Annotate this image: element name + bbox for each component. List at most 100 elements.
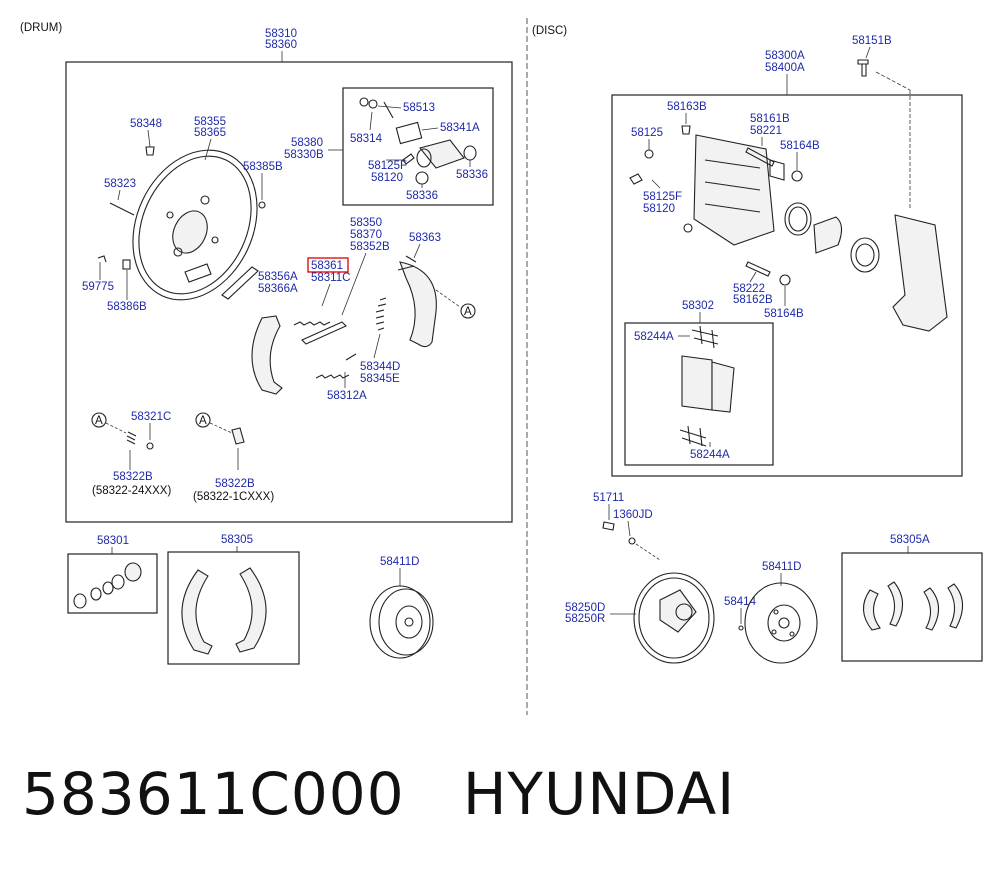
label-58513[interactable]: 58513 <box>403 102 435 114</box>
label-1360jd[interactable]: 1360JD <box>613 509 653 521</box>
clip-59775-icon <box>97 255 107 263</box>
ref-marker-a-2 <box>91 412 107 428</box>
label-58222[interactable]: 58222 <box>733 283 765 295</box>
label-58125f[interactable]: 58125F <box>368 160 407 172</box>
label-58244a-bottom[interactable]: 58244A <box>690 449 730 461</box>
screw-58414-icon <box>738 625 744 631</box>
label-58356a[interactable]: 58356A <box>258 271 298 283</box>
label-58221[interactable]: 58221 <box>750 125 782 137</box>
label-58305[interactable]: 58305 <box>221 534 253 546</box>
label-58345e[interactable]: 58345E <box>360 373 400 385</box>
spring-58322b-second-icon <box>231 427 245 445</box>
label-58341a[interactable]: 58341A <box>440 122 480 134</box>
label-58164b-top[interactable]: 58164B <box>780 140 820 152</box>
guide-pin-58161b-icon <box>745 147 775 167</box>
bolt-58151b-icon <box>857 59 869 77</box>
label-58120[interactable]: 58120 <box>371 172 403 184</box>
caliper-body-drawing <box>693 134 785 246</box>
label-58411d-disc[interactable]: 58411D <box>762 561 801 573</box>
label-58162b[interactable]: 58162B <box>733 294 773 306</box>
label-58164b-bottom[interactable]: 58164B <box>764 308 804 320</box>
bolt-51711-icon <box>602 521 615 531</box>
bolt-58348-icon <box>145 146 155 156</box>
cup-58386b-icon <box>122 259 131 270</box>
clip-58125f-icon <box>629 173 643 185</box>
label-58250r[interactable]: 58250R <box>565 613 605 625</box>
ref-marker-a-1-label: A <box>464 306 472 318</box>
label-58301[interactable]: 58301 <box>97 535 129 547</box>
label-58163b[interactable]: 58163B <box>667 101 707 113</box>
adjuster-spring-drawing <box>293 297 387 379</box>
label-58312a[interactable]: 58312A <box>327 390 367 402</box>
boot-58164b-top-icon <box>791 170 803 182</box>
label-58161b[interactable]: 58161B <box>750 113 790 125</box>
brake-shoe-right-drawing <box>399 261 437 348</box>
label-58151b[interactable]: 58151B <box>852 35 892 47</box>
label-58366a[interactable]: 58366A <box>258 283 298 295</box>
ref-marker-a-1 <box>460 303 476 319</box>
label-58321c[interactable]: 58321C <box>131 411 171 423</box>
washer-1360jd-icon <box>628 537 636 545</box>
label-58250d[interactable]: 58250D <box>565 602 605 614</box>
shoe-kit-left-drawing <box>181 569 213 655</box>
pad-kit-frame <box>624 322 774 466</box>
label-58355[interactable]: 58355 <box>194 116 226 128</box>
kit-58301-frame <box>67 553 158 614</box>
label-51711[interactable]: 51711 <box>593 492 624 504</box>
piston-seal-drawing <box>784 202 880 273</box>
label-58305a[interactable]: 58305A <box>890 534 930 546</box>
label-58120-disc[interactable]: 58120 <box>643 203 675 215</box>
label-58125f-disc[interactable]: 58125F <box>643 191 682 203</box>
brake-shoe-left-drawing <box>251 315 283 395</box>
label-58361[interactable]: 58361 <box>311 260 343 272</box>
label-59775[interactable]: 59775 <box>82 281 114 293</box>
lever-58356a-icon <box>221 266 259 300</box>
label-58330b[interactable]: 58330B <box>284 149 324 161</box>
label-58348[interactable]: 58348 <box>130 118 162 130</box>
label-58414[interactable]: 58414 <box>724 596 757 608</box>
label-58400a[interactable]: 58400A <box>765 62 805 74</box>
part-number-title: 583611C000 HYUNDAI <box>22 760 736 828</box>
label-58125[interactable]: 58125 <box>631 127 663 139</box>
label-58411d-drum[interactable]: 58411D <box>380 556 419 568</box>
kit-58305-frame <box>167 551 300 665</box>
label-58365[interactable]: 58365 <box>194 127 226 139</box>
label-58323[interactable]: 58323 <box>104 178 136 190</box>
spring-58322b-icon <box>126 431 137 445</box>
label-58311c[interactable]: 58311C <box>311 272 350 284</box>
label-58314[interactable]: 58314 <box>350 133 383 145</box>
label-58244a-top[interactable]: 58244A <box>634 331 674 343</box>
label-58363[interactable]: 58363 <box>409 232 441 244</box>
parking-shoes-drawing <box>862 581 964 631</box>
bleeder-lower-icon <box>683 223 693 233</box>
cup-58321c-icon <box>146 442 154 450</box>
label-58380[interactable]: 58380 <box>291 137 323 149</box>
label-58300a[interactable]: 58300A <box>765 50 805 62</box>
drum-section-title: (DRUM) <box>20 22 62 34</box>
highlight-box-58361 <box>307 257 349 273</box>
bleeder-cap-icon <box>681 125 691 135</box>
label-58302[interactable]: 58302 <box>682 300 714 312</box>
label-58386b[interactable]: 58386B <box>107 301 147 313</box>
label-58370[interactable]: 58370 <box>350 229 382 241</box>
label-58350[interactable]: 58350 <box>350 217 382 229</box>
label-58322b-second[interactable]: 58322B <box>215 478 255 490</box>
label-58310[interactable]: 58310 <box>265 28 297 40</box>
boot-58164b-bottom-icon <box>779 274 791 286</box>
label-58336-right[interactable]: 58336 <box>456 169 488 181</box>
brake-pads-drawing <box>681 355 735 413</box>
label-58360[interactable]: 58360 <box>265 39 297 51</box>
label-58344d[interactable]: 58344D <box>360 361 400 373</box>
disc-section-title: (DISC) <box>532 25 567 37</box>
pin-58323-icon <box>109 202 135 216</box>
shoe-kit-right-drawing <box>235 567 267 653</box>
drum-assembly-frame <box>65 61 513 523</box>
ref-marker-a-2-label: A <box>95 415 103 427</box>
note-58322-24xxx: (58322-24XXX) <box>92 485 171 497</box>
label-58336-bottom[interactable]: 58336 <box>406 190 438 202</box>
label-58385b[interactable]: 58385B <box>243 161 283 173</box>
label-58322b-first[interactable]: 58322B <box>113 471 153 483</box>
grommet-58385b-icon <box>258 201 266 209</box>
label-58352b[interactable]: 58352B <box>350 241 390 253</box>
